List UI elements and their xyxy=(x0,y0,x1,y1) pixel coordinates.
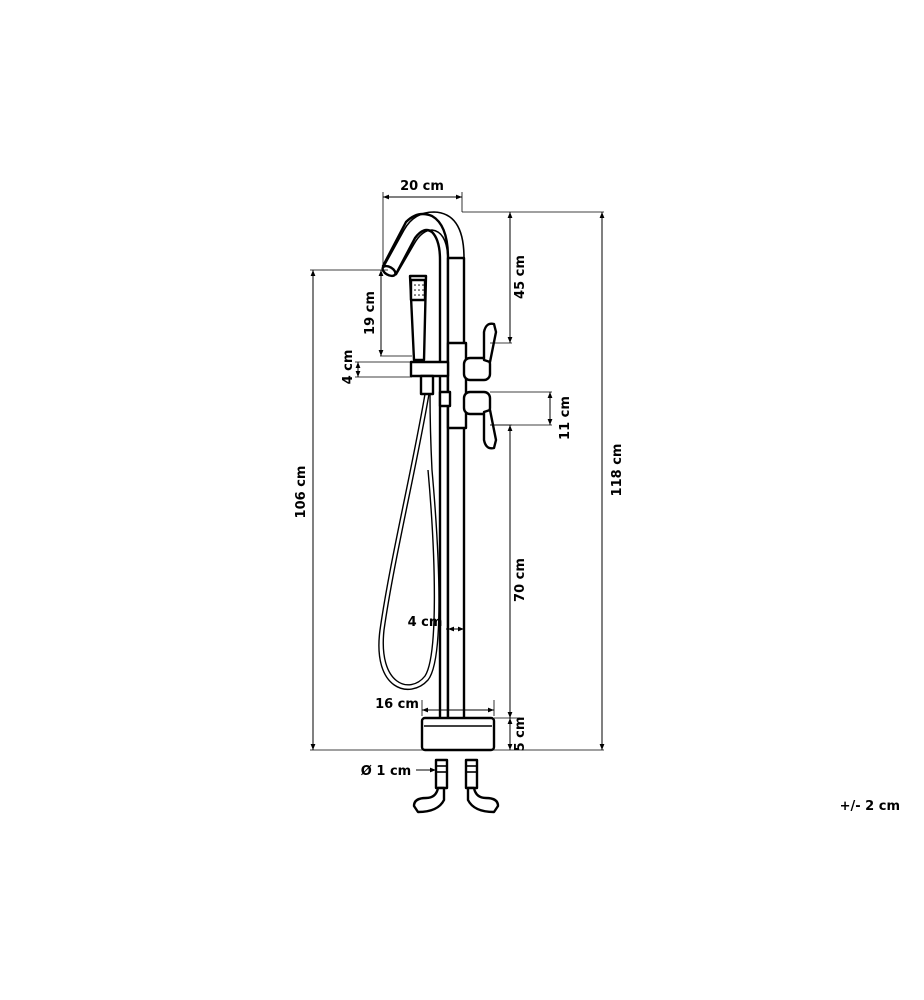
label-column-diameter: 4 cm xyxy=(408,615,443,630)
lower-valve xyxy=(462,390,492,416)
spout xyxy=(382,211,465,269)
label-outlet-height: 106 cm xyxy=(294,466,309,519)
floor-base xyxy=(420,716,496,752)
side-knob xyxy=(438,390,452,408)
extension-lines xyxy=(310,192,604,751)
faucet-drawing xyxy=(378,211,500,814)
label-overall-height: 118 cm xyxy=(610,444,625,497)
spout-inner xyxy=(395,229,449,276)
hose-connector xyxy=(419,374,435,396)
mixer-body xyxy=(446,341,468,430)
dimension-lines xyxy=(310,194,605,773)
hand-shower-nozzles xyxy=(414,284,424,296)
lower-lever xyxy=(482,408,498,450)
dimension-labels: 20 cm 45 cm 118 cm 19 cm 4 cm 11 cm 106 … xyxy=(294,179,625,779)
label-spout-height: 45 cm xyxy=(513,255,528,299)
label-handle-gap: 4 cm xyxy=(341,350,356,385)
label-spout-reach: 20 cm xyxy=(400,179,444,194)
shower-hose-inner xyxy=(382,393,436,686)
shower-hose xyxy=(378,393,440,690)
label-lever-spacing: 11 cm xyxy=(558,396,573,440)
inlet-pipes xyxy=(412,758,500,814)
label-inlet-diameter: Ø 1 cm xyxy=(361,764,411,779)
label-base-height: 5 cm xyxy=(513,717,528,752)
label-base-diameter: 16 cm xyxy=(375,697,419,712)
upper-valve xyxy=(462,356,492,382)
shower-outlet xyxy=(409,360,450,378)
label-column-height: 70 cm xyxy=(513,558,528,602)
spout-outlet xyxy=(381,264,397,278)
tolerance-note: +/- 2 cm xyxy=(840,799,900,814)
column-body xyxy=(446,256,466,729)
label-handshower-length: 19 cm xyxy=(363,291,378,335)
